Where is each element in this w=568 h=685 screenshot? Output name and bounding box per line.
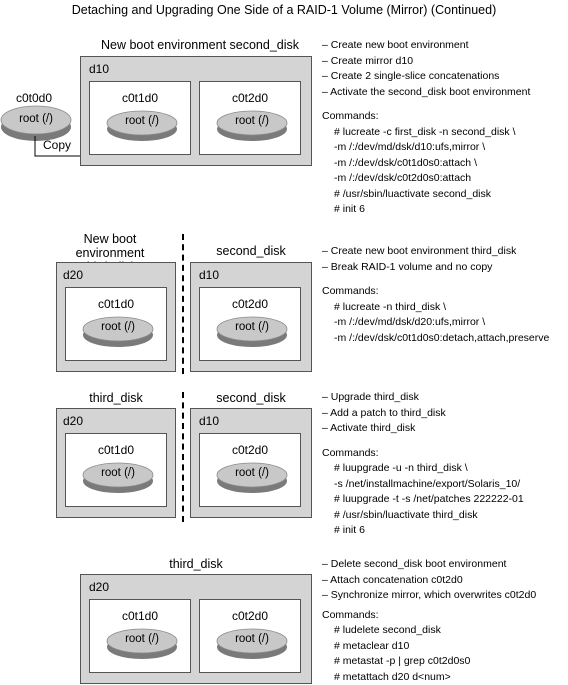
note-item: – Break RAID-1 volume and no copy bbox=[322, 260, 549, 276]
root-disk: root (/) bbox=[106, 108, 178, 144]
command-line: -m /:/dev/dsk/c0t1d0s0:detach,attach,pre… bbox=[322, 331, 549, 347]
root-label: root (/) bbox=[82, 321, 154, 333]
step1-volume-panel: d10 c0t1d0 root (/) c0t2d0 root (/) bbox=[80, 56, 312, 166]
root-disk: root (/) bbox=[106, 626, 178, 662]
root-label: root (/) bbox=[106, 115, 178, 127]
disk-box: c0t1d0 root (/) bbox=[65, 287, 167, 361]
step1-heading: New boot environment second_disk bbox=[80, 38, 320, 52]
disk-box: c0t1d0 root (/) bbox=[89, 81, 191, 155]
note-item: – Add a patch to third_disk bbox=[322, 406, 524, 422]
step4-volume-panel: d20 c0t1d0 root (/) c0t2d0 root (/) bbox=[80, 574, 312, 684]
volume-label: d10 bbox=[199, 268, 219, 282]
root-label: root (/) bbox=[216, 321, 288, 333]
step1-notes: – Create new boot environment – Create m… bbox=[322, 38, 530, 218]
step2-left-panel: d20 c0t1d0 root (/) bbox=[56, 262, 176, 372]
step2-right-panel: d10 c0t2d0 root (/) bbox=[190, 262, 312, 372]
commands-heading: Commands: bbox=[322, 608, 536, 624]
commands-heading: Commands: bbox=[322, 284, 549, 300]
disk-box: c0t2d0 root (/) bbox=[199, 599, 301, 673]
root-label: root (/) bbox=[216, 467, 288, 479]
disk-box: c0t1d0 root (/) bbox=[89, 599, 191, 673]
volume-label: d10 bbox=[89, 62, 109, 76]
disk-label: c0t1d0 bbox=[90, 609, 190, 623]
copy-label: Copy bbox=[43, 138, 71, 152]
note-item: – Create new boot environment bbox=[322, 38, 530, 54]
command-line: # luupgrade -u -n third_disk \ bbox=[322, 461, 524, 477]
step2-divider bbox=[182, 234, 184, 374]
root-label: root (/) bbox=[106, 633, 178, 645]
root-disk: root (/) bbox=[82, 460, 154, 496]
command-line: # lucreate -n third_disk \ bbox=[322, 300, 549, 316]
note-item: – Create new boot environment third_disk bbox=[322, 244, 549, 260]
command-line: # metaclear d10 bbox=[322, 639, 536, 655]
command-line: -m /:/dev/md/dsk/d20:ufs,mirror \ bbox=[322, 315, 549, 331]
step3-left-heading: third_disk bbox=[56, 391, 176, 405]
command-line: # init 6 bbox=[322, 523, 524, 539]
disk-label: c0t2d0 bbox=[200, 443, 300, 457]
note-item: – Create mirror d10 bbox=[322, 54, 530, 70]
disk-box: c0t1d0 root (/) bbox=[65, 433, 167, 507]
diagram-title: Detaching and Upgrading One Side of a RA… bbox=[0, 3, 568, 17]
command-line: # /usr/sbin/luactivate third_disk bbox=[322, 508, 524, 524]
disk-box: c0t2d0 root (/) bbox=[199, 433, 301, 507]
disk-box: c0t2d0 root (/) bbox=[199, 287, 301, 361]
disk-label: c0t2d0 bbox=[200, 609, 300, 623]
note-item: – Activate the second_disk boot environm… bbox=[322, 85, 530, 101]
disk-label: c0t1d0 bbox=[66, 297, 166, 311]
command-line: # init 6 bbox=[322, 202, 530, 218]
root-label: root (/) bbox=[216, 115, 288, 127]
step3-right-panel: d10 c0t2d0 root (/) bbox=[190, 408, 312, 518]
root-disk: root (/) bbox=[216, 314, 288, 350]
command-line: -s /net/installmachine/export/Solaris_10… bbox=[322, 477, 524, 493]
command-line: -m /:/dev/md/dsk/d10:ufs,mirror \ bbox=[322, 140, 530, 156]
note-item: – Attach concatenation c0t2d0 bbox=[322, 573, 536, 589]
note-item: – Delete second_disk boot environment bbox=[322, 557, 536, 573]
commands-heading: Commands: bbox=[322, 109, 530, 125]
command-line: # lucreate -c first_disk -n second_disk … bbox=[322, 125, 530, 141]
step4-heading: third_disk bbox=[80, 557, 312, 571]
step2-right-heading: second_disk bbox=[190, 244, 312, 258]
disk-label: c0t2d0 bbox=[200, 91, 300, 105]
volume-label: d20 bbox=[63, 414, 83, 428]
disk-label: c0t2d0 bbox=[200, 297, 300, 311]
step4-notes: – Delete second_disk boot environment – … bbox=[322, 557, 536, 685]
root-label: root (/) bbox=[216, 633, 288, 645]
root-disk: root (/) bbox=[216, 460, 288, 496]
note-item: – Upgrade third_disk bbox=[322, 390, 524, 406]
disk-label: c0t1d0 bbox=[66, 443, 166, 457]
volume-label: d20 bbox=[89, 580, 109, 594]
root-disk: root (/) bbox=[216, 626, 288, 662]
note-item: – Synchronize mirror, which overwrites c… bbox=[322, 588, 536, 604]
root-label: root (/) bbox=[82, 467, 154, 479]
step2-notes: – Create new boot environment third_disk… bbox=[322, 244, 549, 346]
disk-label: c0t1d0 bbox=[90, 91, 190, 105]
command-line: -m /:/dev/dsk/c0t2d0s0:attach bbox=[322, 171, 530, 187]
command-line: # metastat -p | grep c0t2d0s0 bbox=[322, 654, 536, 670]
command-line: # /usr/sbin/luactivate second_disk bbox=[322, 187, 530, 203]
volume-label: d10 bbox=[199, 414, 219, 428]
command-line: # luupgrade -t -s /net/patches 222222-01 bbox=[322, 492, 524, 508]
note-item: – Activate third_disk bbox=[322, 421, 524, 437]
step3-left-panel: d20 c0t1d0 root (/) bbox=[56, 408, 176, 518]
step3-right-heading: second_disk bbox=[190, 391, 312, 405]
disk-box: c0t2d0 root (/) bbox=[199, 81, 301, 155]
step3-notes: – Upgrade third_disk – Add a patch to th… bbox=[322, 390, 524, 539]
note-item: – Create 2 single-slice concatenations bbox=[322, 69, 530, 85]
command-line: # ludelete second_disk bbox=[322, 623, 536, 639]
volume-label: d20 bbox=[63, 268, 83, 282]
root-label: root (/) bbox=[0, 113, 72, 125]
root-disk: root (/) bbox=[216, 108, 288, 144]
commands-heading: Commands: bbox=[322, 446, 524, 462]
root-disk: root (/) bbox=[82, 314, 154, 350]
command-line: -m /:/dev/dsk/c0t1d0s0:attach \ bbox=[322, 156, 530, 172]
step3-divider bbox=[182, 392, 184, 522]
